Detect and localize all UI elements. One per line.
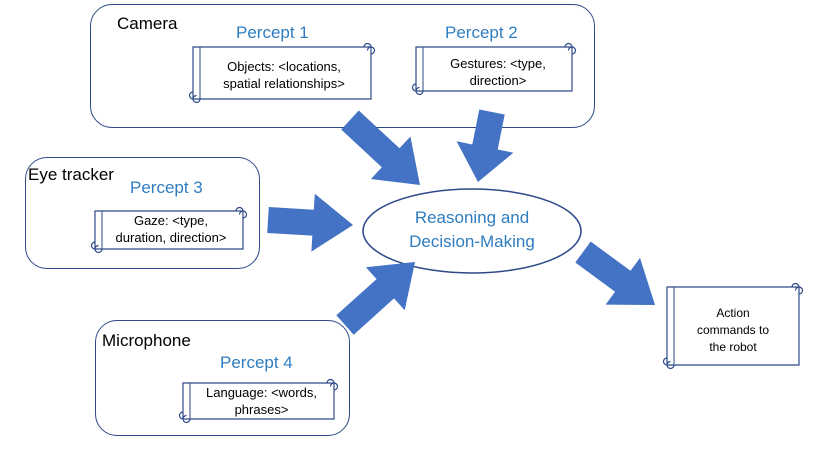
percept-4-title: Percept 4 <box>220 353 293 372</box>
reasoning-line-2: Decision-Making <box>409 232 535 251</box>
reasoning-label: Reasoning and Decision-Making <box>360 206 584 254</box>
eye-tracker-label: Eye tracker <box>28 165 114 184</box>
reasoning-line-1: Reasoning and <box>414 208 530 227</box>
arrow-camera-left <box>341 110 420 185</box>
action-line-2: commands to <box>696 323 770 337</box>
action-line-3: the robot <box>709 340 757 354</box>
arrow-microphone <box>336 262 415 335</box>
percept-1-text: Objects: <locations, spatial relationshi… <box>194 58 374 92</box>
percept-2-text: Gestures: <type, direction> <box>418 55 578 89</box>
percept-1-title: Percept 1 <box>236 23 309 42</box>
percept-4-scroll <box>178 378 339 424</box>
percept-3-title: Percept 3 <box>130 178 203 197</box>
arrow-eye-tracker <box>267 193 353 252</box>
camera-label: Camera <box>117 14 178 33</box>
percept-2-title: Percept 2 <box>445 23 518 42</box>
percept-4-line-2: phrases> <box>234 402 289 417</box>
percept-4-line-1: Language: <words, <box>206 385 317 400</box>
arrow-camera-right <box>456 109 514 182</box>
action-scroll <box>662 282 804 370</box>
percept-1-scroll <box>188 42 376 104</box>
reasoning-ellipse <box>362 188 582 274</box>
percept-2-line-2: direction> <box>469 73 527 88</box>
percept-2-line-1: Gestures: <type, <box>450 56 546 71</box>
percept-3-scroll <box>90 206 248 254</box>
microphone-label: Microphone <box>102 331 191 350</box>
percept-3-text: Gaze: <type, duration, direction> <box>96 212 246 246</box>
percept-4-text: Language: <words, phrases> <box>184 384 339 418</box>
percept-1-line-1: Objects: <locations, <box>227 59 341 74</box>
percept-3-line-1: Gaze: <type, <box>133 213 209 228</box>
percept-1-line-2: spatial relationships> <box>223 76 345 91</box>
arrow-output <box>575 241 655 305</box>
action-label: Action commands to the robot <box>668 305 798 356</box>
action-line-1: Action <box>716 306 750 320</box>
percept-3-line-2: duration, direction> <box>115 230 227 245</box>
percept-2-scroll <box>411 42 577 96</box>
